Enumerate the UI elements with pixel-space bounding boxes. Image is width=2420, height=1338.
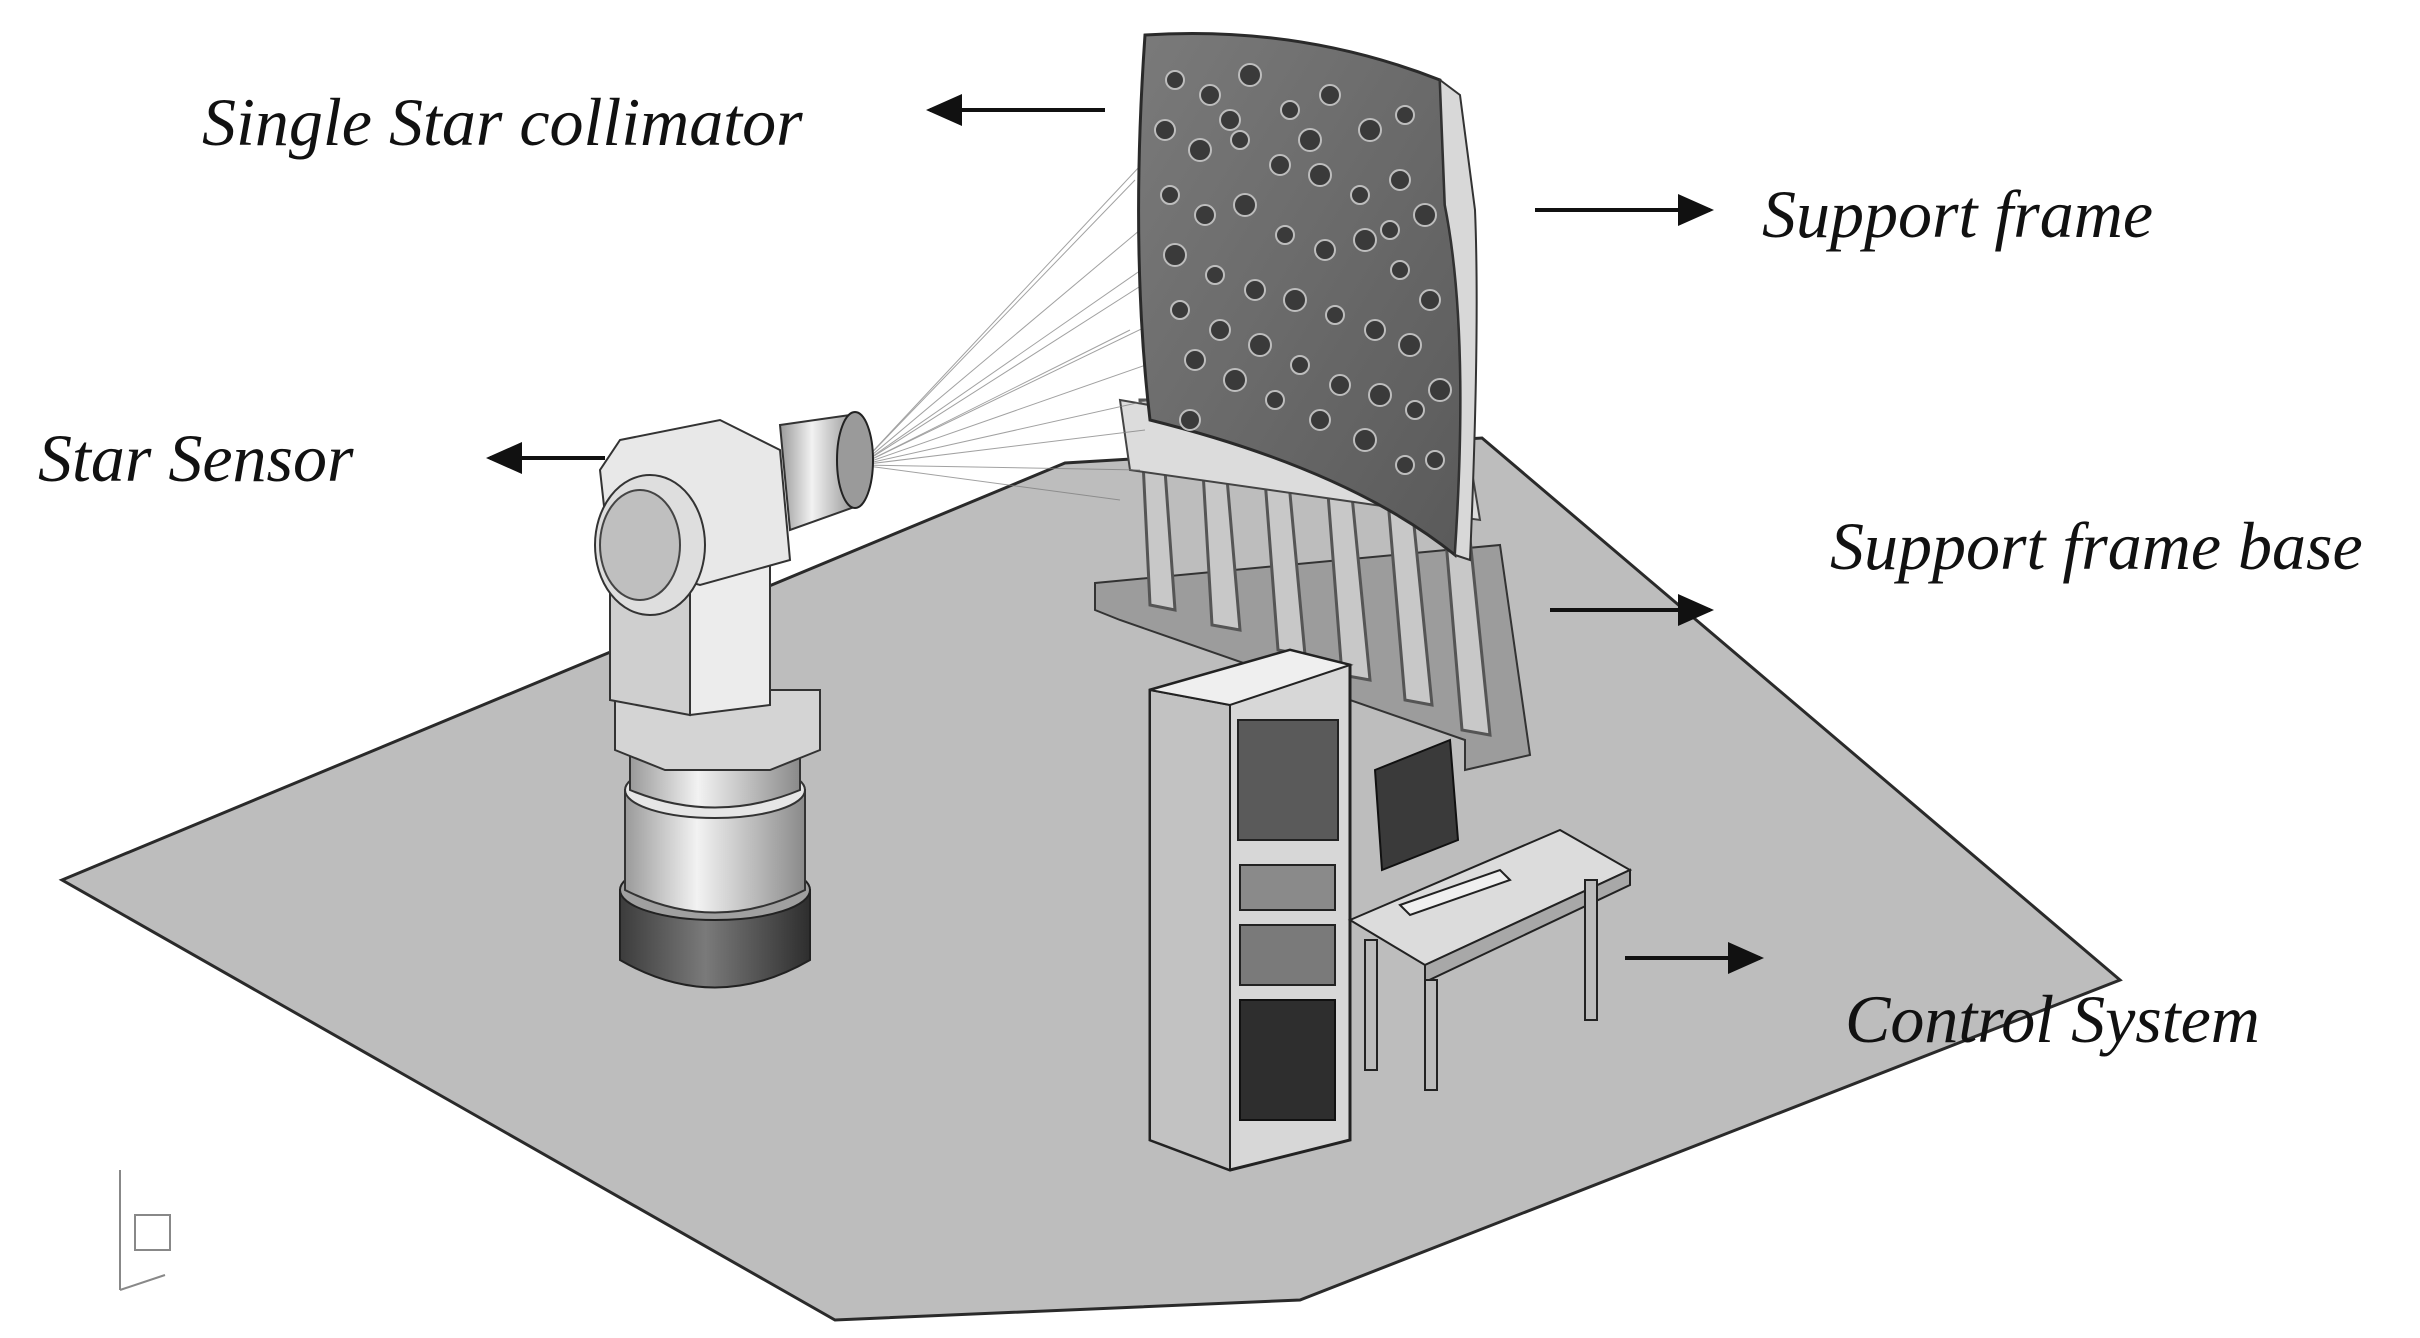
collimator-hole: [1199, 84, 1221, 106]
collimator-hole: [1353, 428, 1377, 452]
collimator-hole: [1248, 333, 1272, 357]
axis-triad-icon: [119, 1170, 171, 1291]
collimator-hole: [1350, 185, 1370, 205]
collimator-hole: [1368, 383, 1392, 407]
label-control-system: Control System: [1845, 981, 2260, 1057]
collimator-hole: [1290, 355, 1310, 375]
collimator-hole: [1314, 239, 1336, 261]
collimator-hole: [1298, 128, 1322, 152]
label-star-sensor: Star Sensor: [38, 420, 354, 496]
star-sensor: [594, 411, 874, 989]
collimator-hole: [1325, 305, 1345, 325]
label-single-star-collimator: Single Star collimator: [202, 84, 803, 160]
collimator-hole: [1413, 203, 1437, 227]
collimator-hole: [1188, 138, 1212, 162]
collimator-hole: [1353, 228, 1377, 252]
collimator-hole: [1405, 400, 1425, 420]
collimator-hole: [1230, 130, 1250, 150]
control-cabinet: [1148, 648, 1354, 1172]
collimator-hole: [1154, 119, 1176, 141]
collimator-hole: [1380, 220, 1400, 240]
collimator-hole: [1265, 390, 1285, 410]
collimator-hole: [1160, 185, 1180, 205]
collimator-hole: [1244, 279, 1266, 301]
collimator-hole: [1233, 193, 1257, 217]
control-desk: [1347, 738, 1633, 1091]
collimator-hole: [1283, 288, 1307, 312]
collimator-hole: [1398, 333, 1422, 357]
collimator-hole: [1209, 319, 1231, 341]
collimator-hole: [1419, 289, 1441, 311]
collimator-hole: [1389, 169, 1411, 191]
collimator-hole: [1280, 100, 1300, 120]
collimator-hole: [1179, 409, 1201, 431]
collimator-hole: [1428, 378, 1452, 402]
collimator-hole: [1275, 225, 1295, 245]
collimator-hole: [1194, 204, 1216, 226]
collimator-hole: [1358, 118, 1382, 142]
collimator-hole: [1165, 70, 1185, 90]
optical-rays: [859, 149, 1171, 501]
collimator-hole: [1184, 349, 1206, 371]
collimator-hole: [1395, 455, 1415, 475]
collimator-hole: [1425, 450, 1445, 470]
collimator-hole: [1223, 368, 1247, 392]
collimator-hole: [1364, 319, 1386, 341]
collimator-hole: [1395, 105, 1415, 125]
collimator-hole: [1269, 154, 1291, 176]
label-support-frame-base: Support frame base: [1830, 508, 2363, 584]
label-support-frame: Support frame: [1762, 176, 2153, 252]
collimator-hole: [1390, 260, 1410, 280]
collimator-hole: [1163, 243, 1187, 267]
collimator-hole: [1205, 265, 1225, 285]
collimator-hole: [1219, 109, 1241, 131]
collimator-hole: [1319, 84, 1341, 106]
collimator-hole: [1170, 300, 1190, 320]
collimator-holes: [1154, 63, 1452, 475]
collimator-hole: [1309, 409, 1331, 431]
collimator-hole: [1308, 163, 1332, 187]
collimator-hole: [1238, 63, 1262, 87]
floor-plane: [58, 436, 2123, 1322]
collimator-hole: [1329, 374, 1351, 396]
